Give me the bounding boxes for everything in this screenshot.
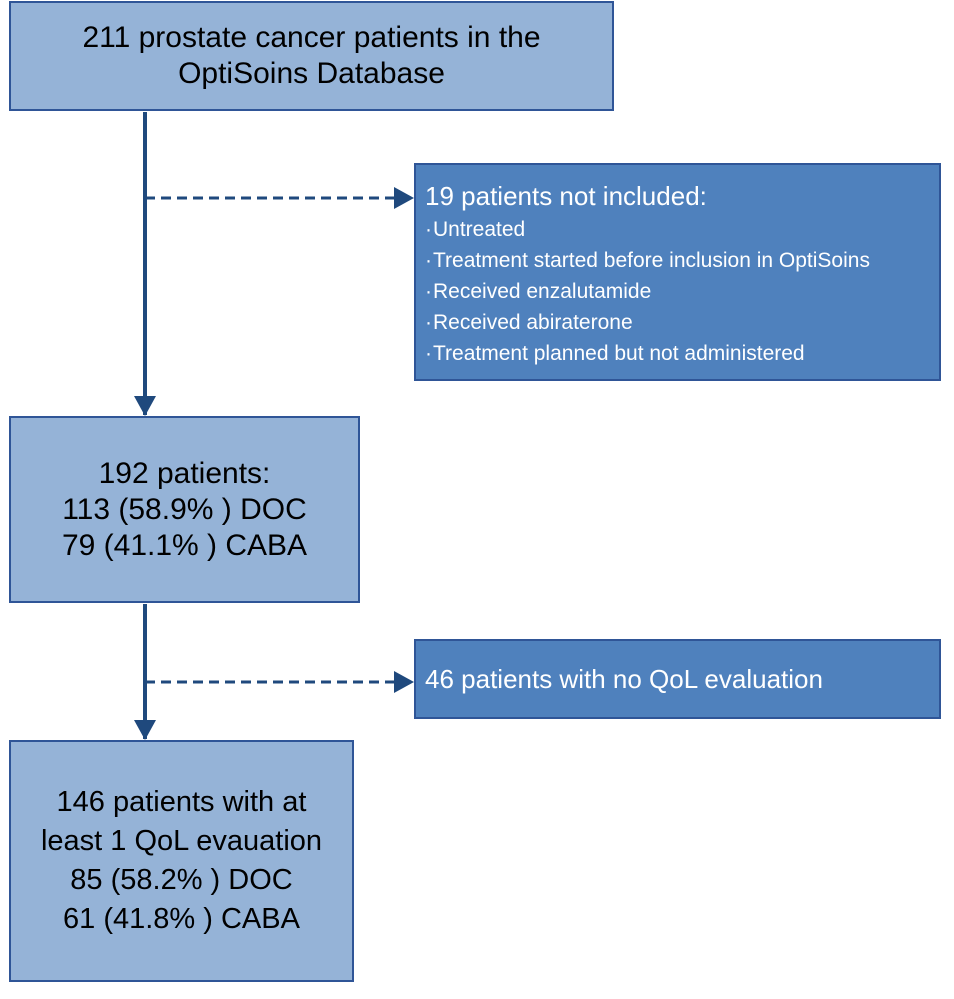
box-exclusion-not-included: 19 patients not included: ·Untreated ·Tr… — [414, 163, 941, 381]
box-included-line-2: 113 (58.9% ) DOC — [62, 492, 307, 526]
exclusion-no-qol-text: 46 patients with no QoL evaluation — [425, 663, 823, 694]
box-included-line-1: 192 patients: — [98, 456, 271, 490]
exclusion-item: ·Untreated — [425, 218, 526, 241]
box-total-patients: 211 prostate cancer patients in the Opti… — [9, 1, 614, 111]
exclusion-item: ·Received abiraterone — [425, 311, 633, 334]
box-qol-patients: 146 patients with at least 1 QoL evauati… — [9, 740, 354, 982]
box-qol-line-4: 61 (41.8% ) CABA — [63, 903, 300, 935]
box-total-patients-line-2: OptiSoins Database — [178, 57, 445, 90]
box-qol-line-1: 146 patients with at — [56, 786, 307, 818]
box-qol-line-3: 85 (58.2% ) DOC — [70, 864, 293, 896]
exclusion-item: ·Received enzalutamide — [425, 280, 652, 303]
box-included-patients: 192 patients: 113 (58.9% ) DOC 79 (41.1%… — [9, 416, 360, 603]
exclusion-item: ·Treatment started before inclusion in O… — [425, 249, 870, 272]
exclusion-item: ·Treatment planned but not administered — [425, 342, 805, 365]
box-qol-line-2: least 1 QoL evauation — [40, 825, 323, 857]
box-total-patients-line-1: 211 prostate cancer patients in the — [82, 21, 541, 54]
exclusion-title: 19 patients not included: — [425, 181, 707, 211]
box-included-line-3: 79 (41.1% ) CABA — [61, 528, 308, 562]
box-exclusion-no-qol: 46 patients with no QoL evaluation — [414, 639, 941, 719]
